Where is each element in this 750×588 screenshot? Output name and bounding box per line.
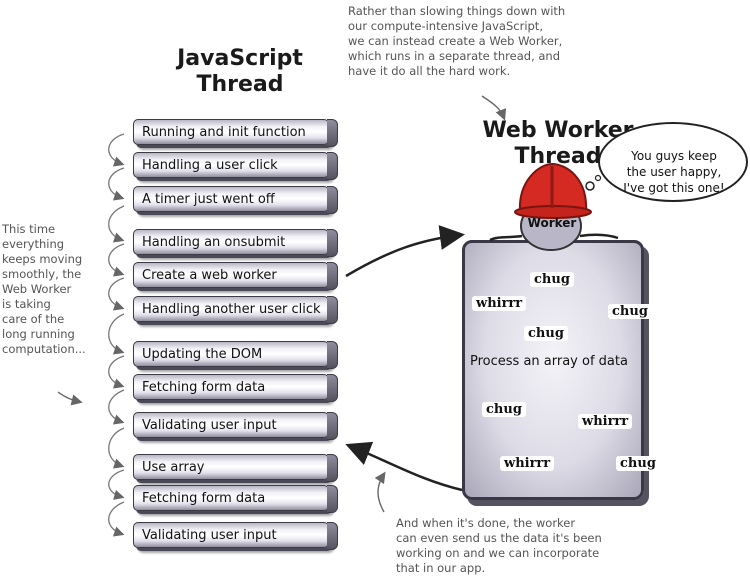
top-annotation: Rather than slowing things down with our… [348,4,566,78]
left-note-arrow [57,391,83,406]
sound-label: chug [530,272,574,287]
send-to-worker-arrow [345,225,465,278]
process-label: Process an array of data [470,354,628,369]
sound-label: whirrr [578,414,633,429]
js-thread-title: JavaScript Thread [177,46,303,97]
sound-label: chug [608,304,652,319]
left-annotation: This time everything keeps moving smooth… [2,222,86,356]
task-create-worker: Create a web worker [133,262,338,290]
worker-arms [489,233,619,242]
task-validate-1: Validating user input [133,412,338,440]
bottom-note-arrow [374,471,386,513]
sound-label: whirrr [500,456,555,471]
return-from-worker-arrow [345,441,463,492]
task-update-dom: Updating the DOM [133,341,338,369]
worker-label: Worker [527,216,577,230]
task-fetch-form-1: Fetching form data [133,374,338,402]
bottom-annotation: And when it's done, the worker can even … [396,516,602,575]
task-timer: A timer just went off [133,186,338,214]
task-running-init: Running and init function [133,119,338,147]
task-validate-2: Validating user input [133,522,338,550]
speech-bubble-text: You guys keep the user happy, I've got t… [623,149,725,195]
sound-label: chug [482,402,526,417]
task-use-array: Use array [133,454,338,482]
speech-bubble [598,122,748,202]
sound-label: chug [616,456,660,471]
task-fetch-form-2: Fetching form data [133,485,338,513]
sound-label: whirrr [472,296,527,311]
task-user-click: Handling a user click [133,152,338,180]
task-onsubmit: Handling an onsubmit [133,229,338,257]
sound-label: chug [524,326,568,341]
top-note-arrow [481,95,507,121]
task-another-click: Handling another user click [133,296,338,324]
